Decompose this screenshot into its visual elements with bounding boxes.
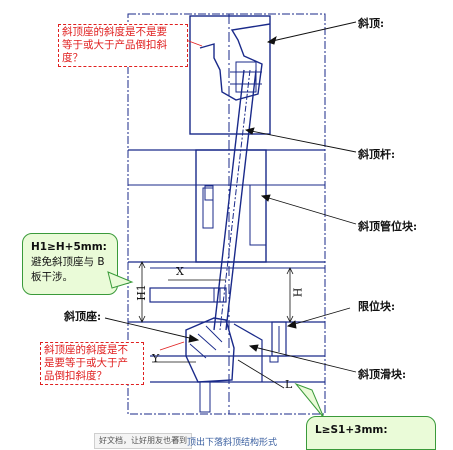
dim-h1: H1 (134, 284, 148, 301)
dim-x: X (176, 265, 184, 278)
label-slanted-rod: 斜顶杆: (358, 148, 396, 161)
l-rule-title: L≥S1+3mm: (315, 424, 388, 436)
label-slanted-ejector: 斜顶: (358, 17, 385, 30)
mold-boundary (127, 13, 326, 415)
bottom-question-line-2: 是要等于或大于产 (44, 357, 128, 369)
ejector-pin (149, 287, 227, 303)
dim-h: H (291, 287, 305, 298)
h-rule-title: H1≥H+5mm: (31, 241, 107, 253)
guide-block (249, 184, 267, 246)
stop-block (271, 321, 287, 357)
share-bar[interactable]: 好文档，让好朋友也看到 (94, 433, 192, 449)
top-question-line-1: 斜顶座的斜度是不是要 (62, 26, 167, 38)
bottom-slope-question: 斜顶座的斜度是不 是要等于或大于产 品倒扣斜度？ (40, 342, 144, 385)
label-slanted-seat: 斜顶座: (64, 310, 102, 323)
close-icon[interactable]: × (172, 434, 181, 445)
dim-l: L (285, 378, 293, 391)
top-question-line-2: 等于或大于产品倒扣斜度？ (62, 39, 167, 64)
label-stop-block: 限位块: (358, 300, 396, 313)
slanted-rod (213, 69, 245, 331)
label-guide-block: 斜顶管位块: (358, 220, 418, 233)
h-rule-line-1: 避免斜顶座与 B (31, 256, 105, 268)
core-insert-top (189, 15, 271, 135)
slanted-seat (185, 317, 235, 383)
bottom-question-line-1: 斜顶座的斜度是不 (44, 344, 128, 356)
slide-block (233, 323, 263, 382)
bottom-question-line-3: 品倒扣斜度？ (44, 370, 107, 382)
h-rule-line-2: 板干涉。 (31, 271, 73, 283)
top-slope-question: 斜顶座的斜度是不是要 等于或大于产品倒扣斜度？ (58, 24, 188, 67)
l-rule-callout: L≥S1+3mm: (306, 416, 436, 450)
ejector-head (199, 23, 271, 101)
h-rule-callout: H1≥H+5mm: 避免斜顶座与 B 板干涉。 (22, 233, 118, 295)
left-pillar (202, 187, 214, 229)
dim-y: Y (152, 352, 160, 365)
figure-caption: 顶出下落斜顶结构形式 (187, 438, 278, 448)
label-slide-block: 斜顶滑块: (358, 368, 407, 381)
